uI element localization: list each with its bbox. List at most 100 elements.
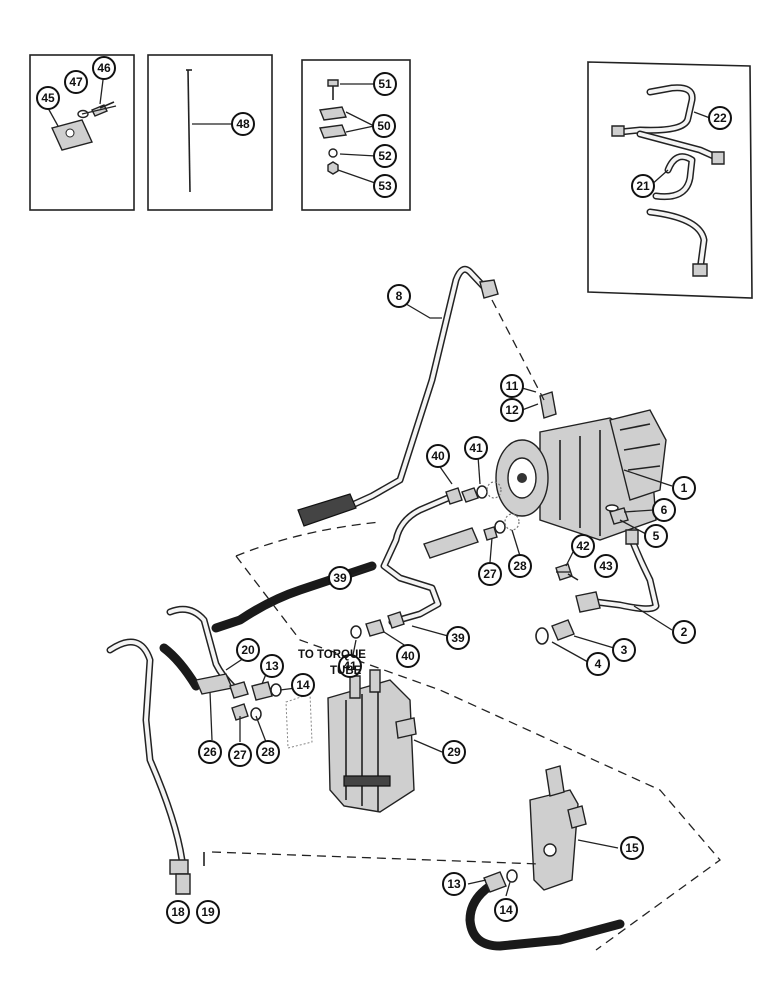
fitting-parts-right (535, 504, 629, 645)
callout-6-label: 6 (661, 503, 668, 517)
callout-14-left-label: 14 (296, 678, 310, 692)
fitting-parts-27-28-upper (483, 513, 520, 541)
dashed-connections (211, 299, 721, 951)
callout-11: 11 (500, 374, 524, 398)
callout-40-lower-label: 40 (401, 649, 415, 663)
callout-12: 12 (500, 398, 524, 422)
callout-52: 52 (373, 144, 397, 168)
fitting-parts-left (231, 681, 313, 749)
callout-18-label: 18 (171, 905, 185, 919)
callout-18: 18 (166, 900, 190, 924)
callout-1: 1 (672, 476, 696, 500)
callout-5-label: 5 (653, 529, 660, 543)
callout-48: 48 (231, 112, 255, 136)
callout-29-label: 29 (447, 745, 461, 759)
callout-8: 8 (387, 284, 411, 308)
leader-lines (47, 71, 711, 897)
callout-2-label: 2 (681, 625, 688, 639)
tube-18 (106, 638, 205, 895)
callout-43-label: 43 (599, 559, 613, 573)
callout-13-right-label: 13 (447, 877, 461, 891)
callout-43: 43 (594, 554, 618, 578)
tube-20-hose-26 (159, 605, 249, 699)
callout-28-lower-label: 28 (261, 745, 275, 759)
priority-valve (529, 765, 587, 891)
note-to-torque-line2: TUBE (330, 665, 362, 677)
callout-12-label: 12 (505, 403, 519, 417)
callout-14-left: 14 (291, 673, 315, 697)
callout-50-label: 50 (377, 119, 391, 133)
callout-53-label: 53 (378, 179, 392, 193)
callout-41-lower-label: 41 (343, 659, 357, 673)
tube-39 (380, 487, 479, 629)
callout-39-lower-label: 39 (451, 631, 465, 645)
callout-13-right: 13 (442, 872, 466, 896)
callout-19-label: 19 (201, 905, 215, 919)
callout-19: 19 (196, 900, 220, 924)
hose-bottom (465, 869, 625, 951)
callout-27-lower-label: 27 (233, 748, 247, 762)
callout-52-label: 52 (378, 149, 392, 163)
callout-5: 5 (644, 524, 668, 548)
tube-8 (297, 265, 499, 527)
callout-27-lower: 27 (228, 743, 252, 767)
callout-40-upper: 40 (426, 444, 450, 468)
callout-51-label: 51 (378, 77, 392, 91)
callout-3: 3 (612, 638, 636, 662)
callout-40-upper-label: 40 (431, 449, 445, 463)
callout-2: 2 (672, 620, 696, 644)
callout-46-label: 46 (97, 61, 111, 75)
callout-11-label: 11 (506, 379, 519, 393)
callout-14-right: 14 (494, 898, 518, 922)
callout-20: 20 (236, 638, 260, 662)
callout-51: 51 (373, 72, 397, 96)
callout-29: 29 (442, 740, 466, 764)
callout-21: 21 (631, 174, 655, 198)
callout-46: 46 (92, 56, 116, 80)
callout-39-lower: 39 (446, 626, 470, 650)
callout-27-upper: 27 (478, 562, 502, 586)
callout-53: 53 (373, 174, 397, 198)
callout-41-upper-label: 41 (469, 441, 483, 455)
callout-28-lower: 28 (256, 740, 280, 764)
callout-42-label: 42 (576, 539, 590, 553)
inset-box-clamp (301, 59, 411, 211)
callout-6: 6 (652, 498, 676, 522)
callout-15-label: 15 (625, 841, 639, 855)
control-valve (327, 669, 417, 813)
inset-box-rod (147, 54, 273, 211)
callout-14-right-label: 14 (499, 903, 513, 917)
callout-48-label: 48 (236, 117, 250, 131)
callout-39-upper-label: 39 (333, 571, 347, 585)
callout-40-lower: 40 (396, 644, 420, 668)
callout-13-left: 13 (260, 654, 284, 678)
callout-28-upper-label: 28 (513, 559, 527, 573)
callout-50: 50 (372, 114, 396, 138)
callout-22: 22 (708, 106, 732, 130)
inset-box-tubes (587, 61, 753, 299)
callout-45: 45 (36, 86, 60, 110)
callout-1-label: 1 (681, 481, 688, 495)
callout-27-upper-label: 27 (483, 567, 497, 581)
callout-8-label: 8 (396, 289, 403, 303)
callout-15: 15 (620, 836, 644, 860)
callout-22-label: 22 (713, 111, 727, 125)
callout-42: 42 (571, 534, 595, 558)
callout-26-label: 26 (203, 745, 217, 759)
callout-4: 4 (586, 652, 610, 676)
callout-28-upper: 28 (508, 554, 532, 578)
callout-26: 26 (198, 740, 222, 764)
callout-13-left-label: 13 (265, 659, 279, 673)
callout-21-label: 21 (636, 179, 650, 193)
callout-20-label: 20 (241, 643, 255, 657)
callout-41-lower: 41 (338, 654, 362, 678)
tube-2 (575, 529, 660, 613)
callout-45-label: 45 (41, 91, 55, 105)
callout-4-label: 4 (595, 657, 602, 671)
callout-39-upper: 39 (328, 566, 352, 590)
note-to-torque-line1: TO TORQUE (298, 649, 366, 661)
callout-47: 47 (64, 70, 88, 94)
hydraulic-pump (495, 391, 667, 541)
callout-3-label: 3 (621, 643, 628, 657)
